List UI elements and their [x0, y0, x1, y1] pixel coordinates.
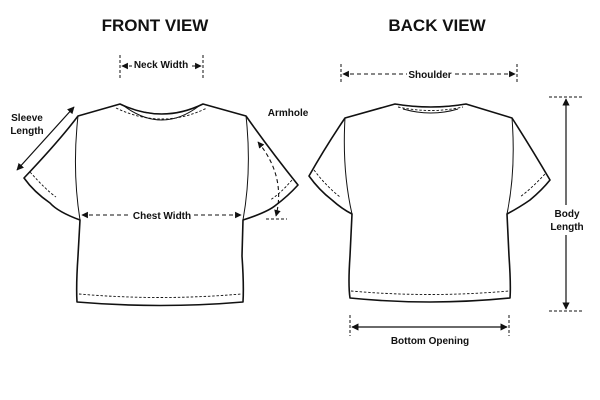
bottom-opening-label: Bottom Opening	[391, 336, 469, 347]
shoulder-dimension: Shoulder	[340, 64, 518, 84]
bottom-opening-dimension: Bottom Opening	[349, 315, 510, 347]
chest-width-label: Chest Width	[133, 211, 191, 222]
front-view-title: FRONT VIEW	[102, 16, 210, 35]
front-tshirt	[23, 103, 299, 307]
neck-width-label: Neck Width	[134, 60, 188, 71]
sleeve-length-dimension: Sleeve Length	[10, 106, 75, 171]
back-tshirt	[308, 103, 551, 303]
body-length-label-line1: Body	[555, 209, 580, 220]
sleeve-length-label-line2: Length	[10, 126, 43, 137]
chest-width-dimension: Chest Width	[81, 208, 242, 222]
back-view-title: BACK VIEW	[388, 16, 486, 35]
armhole-label: Armhole	[268, 108, 309, 119]
body-length-dimension: Body Length	[549, 96, 584, 312]
body-length-label-line2: Length	[550, 222, 583, 233]
shoulder-label: Shoulder	[408, 70, 451, 81]
armhole-dimension: Armhole	[257, 108, 309, 220]
neck-width-dimension: Neck Width	[119, 55, 204, 78]
sleeve-length-label-line1: Sleeve	[11, 113, 43, 124]
